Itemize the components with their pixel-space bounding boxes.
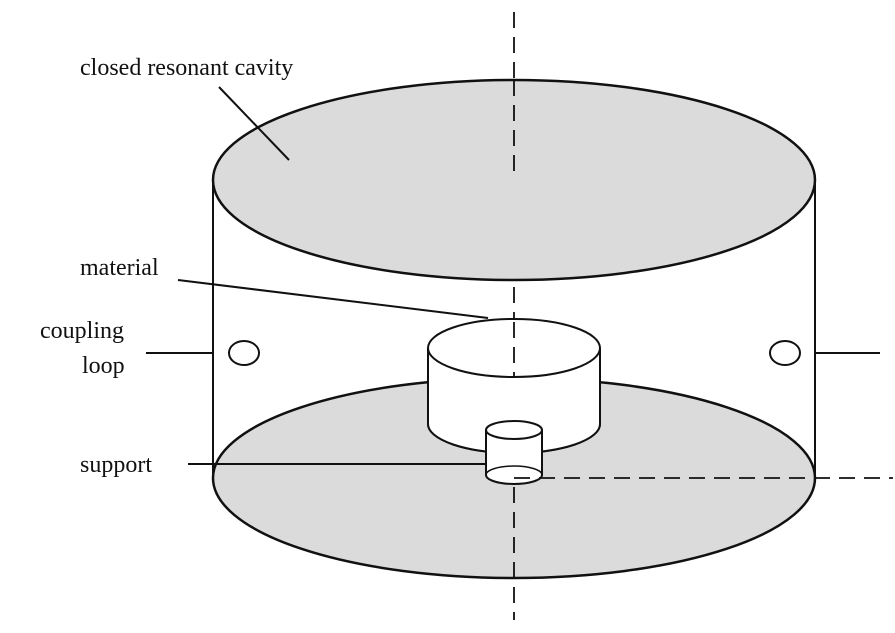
label-support: support [80,452,152,478]
label-coupling: coupling [40,318,124,344]
support-post-top [485,420,543,440]
cavity-leader-line [218,86,290,161]
label-material: material [80,255,159,281]
label-loop: loop [82,353,125,379]
left-coupling-loop [228,340,260,366]
right-coupling-loop [769,340,801,366]
label-closed-resonant-cavity: closed resonant cavity [80,55,293,81]
material-leader-line [177,279,489,319]
support-post-base-arc [485,465,543,476]
